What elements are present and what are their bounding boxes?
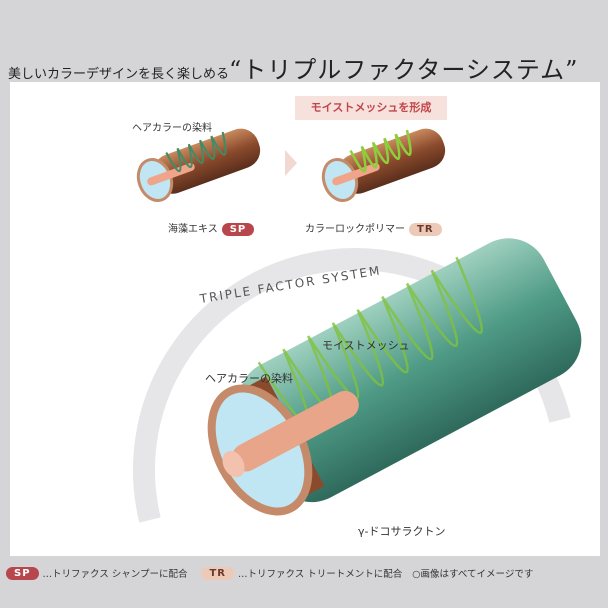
ingredient-name: 海藻エキス [168, 224, 218, 235]
moist-mesh-caption: モイストメッシュを形成 [295, 96, 447, 120]
footer-sp-text: …トリファクス シャンプーに配合 [42, 569, 188, 580]
arrow-icon [285, 150, 297, 176]
small-hair-left [136, 128, 261, 202]
footer-legend: SP …トリファクス シャンプーに配合 TR …トリファクス トリートメントに配… [6, 566, 533, 580]
footer-tr-text: …トリファクス トリートメントに配合 [238, 569, 403, 580]
footer-tr-badge: TR [201, 566, 235, 580]
header-title: “トリプルファクターシステム” [229, 56, 579, 84]
top-right-ingredient: カラーロックポリマー TR [305, 220, 442, 236]
footer-note: ○画像はすべてイメージです [412, 569, 534, 580]
ingredient-name: カラーロックポリマー [305, 224, 405, 235]
main-hair [207, 238, 582, 516]
main-dye-label: ヘアカラーの染料 [205, 372, 293, 385]
sp-badge: SP [221, 223, 255, 236]
moist-mesh-label: モイストメッシュ [322, 339, 410, 352]
top-left-dye-label: ヘアカラーの染料 [132, 123, 212, 134]
header-subtitle: 美しいカラーデザインを長く楽しめる [8, 67, 230, 82]
small-hair-right [321, 128, 446, 202]
header: 美しいカラーデザインを長く楽しめる“トリプルファクターシステム” [8, 50, 578, 85]
docosalactone-label: γ-ドコサラクトン [358, 525, 446, 538]
footer-sp-badge: SP [6, 566, 39, 580]
tr-badge: TR [409, 223, 442, 236]
